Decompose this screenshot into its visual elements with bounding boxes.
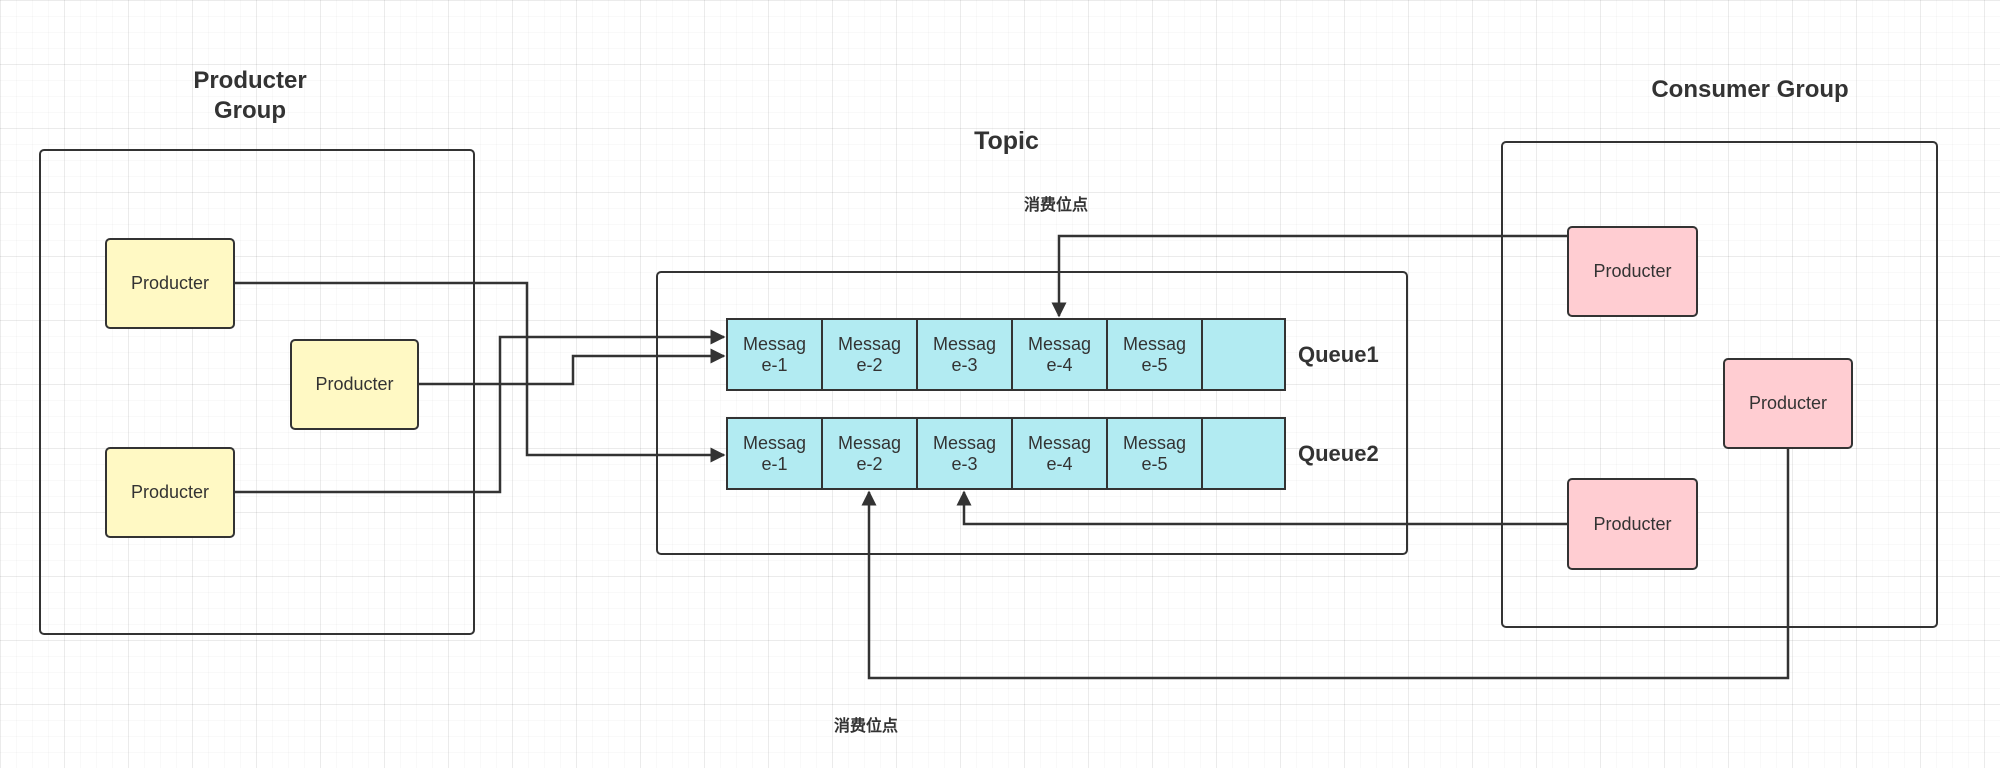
- message-label: Message-4: [1027, 333, 1092, 375]
- consumer-group-title: Consumer Group: [1651, 76, 1849, 103]
- consumer-group-frame: [1501, 141, 1938, 628]
- message-label: Message-1: [742, 432, 807, 474]
- consumer-box-3: Producter: [1567, 478, 1698, 570]
- queue2-message-cell: Message-4: [1011, 417, 1108, 490]
- producer-group-frame: [39, 149, 475, 635]
- message-label: Message-4: [1027, 432, 1092, 474]
- consumer-box-1: Producter: [1567, 226, 1698, 317]
- topic-title: Topic: [974, 127, 1039, 155]
- arrow-consumer2-to-queue2-offset: [861, 449, 1790, 680]
- queue1-message-cell: Message-3: [916, 318, 1013, 391]
- message-label: Message-5: [1122, 333, 1187, 375]
- queue2-label: Queue2: [1298, 441, 1379, 466]
- message-label: Message-1: [742, 333, 807, 375]
- offset-label-bottom: 消费位点: [834, 718, 899, 735]
- message-label: Message-2: [837, 333, 902, 375]
- queue2-empty-cell: [1201, 417, 1286, 490]
- arrow-consumer1-to-queue1-offset: [1051, 234, 1567, 318]
- offset-label-top: 消费位点: [1024, 197, 1089, 214]
- producer-box-3: Producter: [105, 447, 235, 538]
- queue1-message-cell: Message-5: [1106, 318, 1203, 391]
- queue2-message-cell: Message-1: [726, 417, 823, 490]
- queue1-message-cell: Message-1: [726, 318, 823, 391]
- arrow-producer2-to-queue1: [419, 348, 726, 386]
- arrow-producer1-to-queue2: [235, 281, 726, 463]
- consumer-box-2: Producter: [1723, 358, 1853, 449]
- topic-frame: [656, 271, 1408, 555]
- message-label: Message-3: [932, 432, 997, 474]
- message-label: Message-5: [1122, 432, 1187, 474]
- queue1-label: Queue1: [1298, 342, 1379, 367]
- queue2-message-cell: Message-3: [916, 417, 1013, 490]
- producer-group-title: Producter Group: [193, 67, 307, 124]
- producer-box-2: Producter: [290, 339, 419, 430]
- queue2-message-cell: Message-2: [821, 417, 918, 490]
- message-label: Message-3: [932, 333, 997, 375]
- arrow-consumer3-to-queue2-offset: [956, 490, 1567, 526]
- arrow-producer3-to-queue1: [235, 329, 726, 494]
- producer-box-1: Producter: [105, 238, 235, 329]
- message-label: Message-2: [837, 432, 902, 474]
- queue1-empty-cell: [1201, 318, 1286, 391]
